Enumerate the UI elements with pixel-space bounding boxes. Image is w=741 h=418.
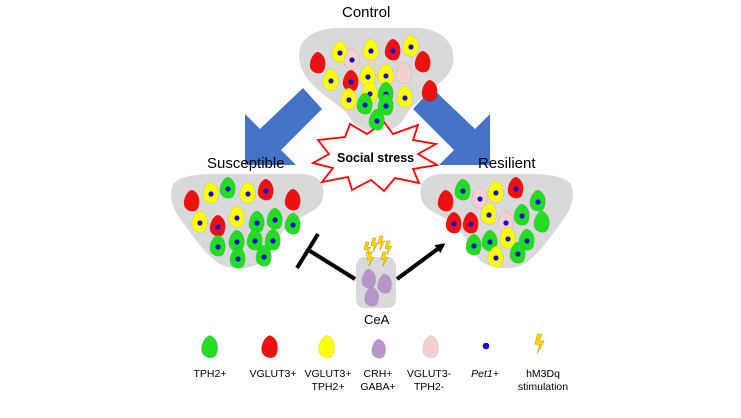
control-label: Control (342, 4, 391, 21)
vglut3-cell (183, 189, 200, 212)
vglut3-cell (284, 188, 301, 211)
pet1-nucleus (471, 243, 477, 249)
pet1-nucleus (349, 57, 355, 63)
lightning-bolt-icon (363, 241, 372, 257)
pet1-nucleus (234, 215, 240, 221)
vglut3-cell (421, 79, 438, 102)
vglut3-cell (261, 335, 278, 359)
pet1-nucleus (270, 238, 276, 244)
lightning-bolt-icon (366, 251, 375, 267)
pet1-nucleus (348, 79, 354, 85)
pet1-nucleus (346, 97, 352, 103)
pet1-nucleus (505, 236, 511, 242)
pet1-nucleus (234, 239, 240, 245)
lightning-bolt-icon (377, 235, 386, 251)
pet1-nucleus (337, 50, 343, 56)
lightning-bolt-icon (384, 240, 393, 256)
lightning-bolt-icon (380, 251, 389, 267)
vglut3-cell (309, 51, 326, 74)
vglut3-cell (414, 50, 431, 73)
pet1-nucleus (245, 191, 251, 197)
stress-label: Social stress (337, 151, 415, 165)
crh-gaba-cell (377, 273, 392, 294)
pet1-nucleus (487, 239, 493, 245)
resilient-label: Resilient (478, 155, 536, 172)
lightning-bolt-icon (370, 237, 379, 253)
cells-layer (183, 34, 550, 359)
pet1-nucleus (215, 244, 221, 250)
pet1-nucleus (263, 188, 269, 194)
legend-label-vglut3: VGLUT3+ (249, 368, 297, 380)
pet1-nucleus (477, 196, 483, 202)
tph2-cell (533, 210, 550, 233)
vglut3-cell (437, 189, 454, 212)
pet1-nucleus (519, 213, 525, 219)
pet1-nucleus (513, 186, 519, 192)
pet1-nucleus (402, 95, 408, 101)
arrow-control-to-susceptible (245, 88, 322, 165)
inhibition-bar (295, 232, 320, 270)
pet1-nucleus (390, 48, 396, 54)
pet1-nucleus (468, 221, 474, 227)
crh-gaba-cell (361, 268, 376, 289)
pet1-nucleus (408, 44, 414, 50)
pet1-nucleus (290, 222, 296, 228)
pet1-legend-dot (482, 342, 490, 350)
crh-gaba-cell (364, 286, 379, 307)
lightning-bolt-icon (534, 333, 545, 354)
pet1-nucleus (374, 118, 380, 124)
pet1-nucleus (503, 220, 509, 226)
pet1-nucleus (208, 191, 214, 197)
vglut3-tph2-cell (318, 335, 335, 359)
pet1-nucleus (368, 48, 374, 54)
pet1-nucleus (493, 255, 499, 261)
susceptible-label: Susceptible (207, 155, 285, 172)
legend-label-double: VGLUT3+TPH2+ (304, 368, 352, 393)
legend-label-pet1: Pet1+ (471, 368, 499, 380)
pet1-nucleus (365, 74, 371, 80)
pet1-nucleus (225, 186, 231, 192)
pet1-nucleus (535, 199, 541, 205)
vglut3-tph2-negative-cell (422, 335, 439, 359)
legend-label-crh-gaba: CRH+GABA+ (360, 368, 396, 393)
pet1-nucleus (460, 188, 466, 194)
pet1-nucleus (383, 73, 389, 79)
legend-label-tph2: TPH2+ (193, 368, 227, 380)
cea-label: CeA (364, 312, 390, 327)
pet1-nucleus (197, 220, 203, 226)
pet1-nucleus (486, 212, 492, 218)
pet1-nucleus (524, 238, 530, 244)
pet1-nucleus (215, 224, 221, 230)
arrow-control-to-resilient (413, 88, 490, 165)
bolts-layer (363, 235, 545, 354)
inhibition-line (308, 249, 357, 281)
pet1-nucleus (362, 102, 368, 108)
pet1-nucleus (261, 254, 267, 260)
pet1-nucleus (328, 78, 334, 84)
pet1-nucleus (451, 221, 457, 227)
tph2-cell (201, 335, 218, 359)
pet1-nucleus (272, 217, 278, 223)
pet1-nucleus (383, 103, 389, 109)
activation-arrow (395, 243, 446, 281)
pet1-nucleus (252, 238, 258, 244)
pet1-nucleus (493, 190, 499, 196)
vglut3-tph2-negative-cell (395, 61, 412, 84)
pet1-nucleus (515, 251, 521, 257)
pet1-nucleus (235, 256, 241, 262)
crh-gaba-cell (371, 338, 386, 359)
pet1-nucleus (254, 220, 260, 226)
legend-label-negative: VGLUT3-TPH2- (406, 368, 452, 393)
